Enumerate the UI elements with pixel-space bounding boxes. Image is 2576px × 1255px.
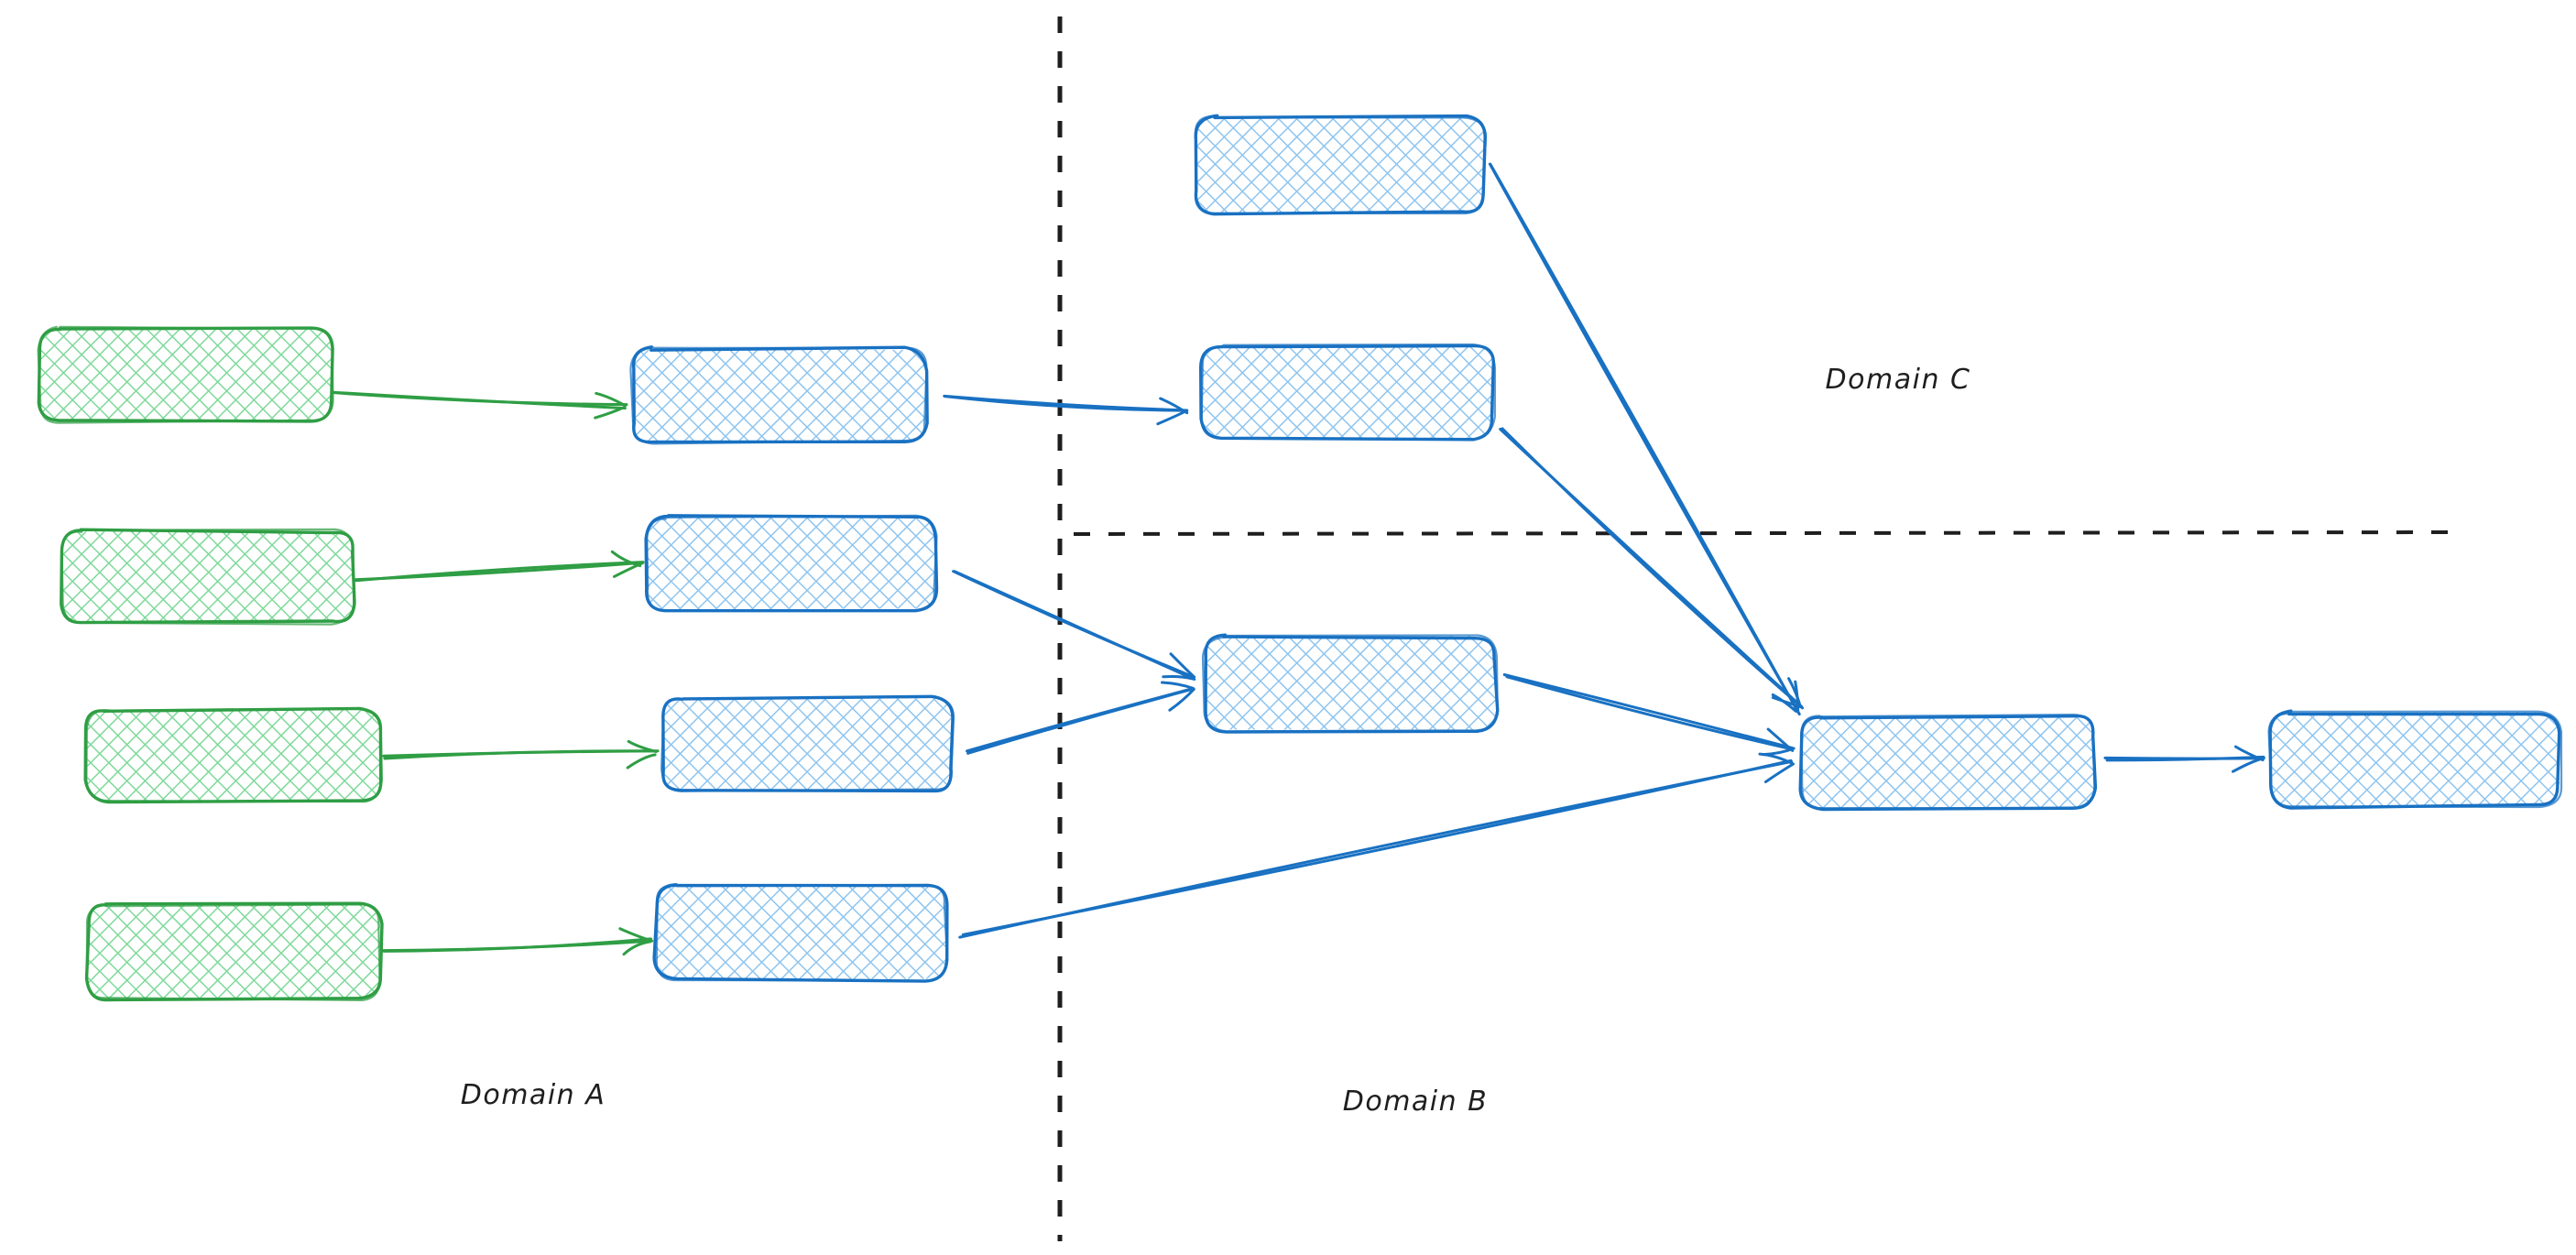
node-outline [629,345,928,445]
edge-arrow [1488,162,1801,716]
edge-arrow [966,681,1195,755]
node-fill [87,709,381,802]
diagram-node[interactable] [84,901,384,1002]
edge-stroke [354,561,641,582]
edge-stroke [329,390,628,407]
arrowhead-stroke [1763,762,1796,783]
node-fill [2269,712,2560,807]
diagram-node[interactable] [629,345,929,445]
node-fill [1195,116,1485,213]
edge-stroke [382,937,652,953]
divider-layer [1057,16,2454,1241]
diagram-node[interactable] [83,706,384,804]
node-fill [1801,715,2095,809]
arrowhead-stroke [1161,681,1195,690]
node-outline [1194,115,1488,215]
edge-arrow [1502,673,1796,757]
node-outline [1201,634,1499,733]
edge-arrow [329,390,628,420]
edge-stroke [953,570,1196,682]
edge-arrow [958,752,1796,939]
arrowhead-stroke [595,391,628,408]
node-fill [1204,636,1497,730]
node-outline [631,345,929,444]
edge-stroke [958,759,1794,939]
diagram-node[interactable] [2267,709,2563,810]
domain-label-domain-c: Domain C [1826,364,1971,396]
diagram-node[interactable] [1798,714,2098,812]
edge-stroke [382,749,660,758]
arrowhead-stroke [612,561,645,578]
node-fill [646,517,936,610]
node-outline [2267,710,2563,809]
node-fill [61,530,355,623]
arrowhead-stroke [2233,745,2265,762]
edge-arrow [354,550,645,583]
arrowhead-stroke [1168,687,1195,712]
node-fill [86,904,381,999]
node-outline [646,514,938,612]
arrowhead-stroke [622,940,652,956]
node-outline [655,882,949,982]
edge-stroke [1505,675,1794,751]
node-fill [660,697,954,790]
edge-stroke [1489,162,1800,715]
node-fill [631,348,926,443]
arrowhead-stroke [1162,674,1195,681]
node-outline [37,325,334,424]
node-outline [1800,714,2096,810]
diagram-node[interactable] [37,325,334,424]
arrowhead-stroke [626,753,657,769]
node-outline [85,903,381,1002]
node-outline [1200,343,1497,442]
diagram-node[interactable] [1199,343,1497,442]
node-fill [1201,345,1494,439]
diagram-node[interactable] [660,694,955,793]
node-fill [655,885,946,980]
arrowhead-stroke [1159,397,1189,415]
edge-arrow [1499,427,1805,710]
edge-arrow [943,394,1189,426]
domain-label-layer: Domain A Domain B Domain C [461,364,1971,1118]
edge-stroke [943,394,1189,412]
edge-arrow [382,739,660,769]
arrowhead-stroke [1169,652,1196,679]
diagram-node[interactable] [652,882,949,983]
node-layer [37,114,2563,1002]
edge-stroke [966,687,1193,753]
edge-layer [329,162,2265,956]
arrowhead-stroke [618,927,650,942]
arrowhead-stroke [594,405,627,420]
diagram-node[interactable] [1194,114,1488,216]
node-fill [38,327,333,422]
node-outline [85,707,384,803]
node-outline [660,695,955,792]
node-outline [2268,709,2561,810]
edge-stroke [1499,428,1803,708]
arrowhead-stroke [1766,727,1795,752]
domain-label-domain-b: Domain B [1343,1086,1489,1118]
node-outline [60,528,355,626]
diagram-node[interactable] [1201,633,1500,734]
edge-stroke [1502,673,1795,750]
arrowhead-stroke [610,550,642,568]
arrowhead-stroke [1771,696,1802,709]
edge-arrow [381,927,654,956]
edge-arrow [2103,745,2265,773]
edge-arrow [952,570,1196,682]
diagram-node[interactable] [644,514,939,613]
arrowhead-stroke [1787,677,1802,708]
divider-horizontal [1073,530,2454,536]
domain-label-domain-a: Domain A [461,1079,606,1111]
arrowhead-stroke [1156,409,1188,426]
diagram-node[interactable] [60,528,356,626]
arrowhead-stroke [627,739,658,754]
arrowhead-stroke [2232,756,2265,773]
